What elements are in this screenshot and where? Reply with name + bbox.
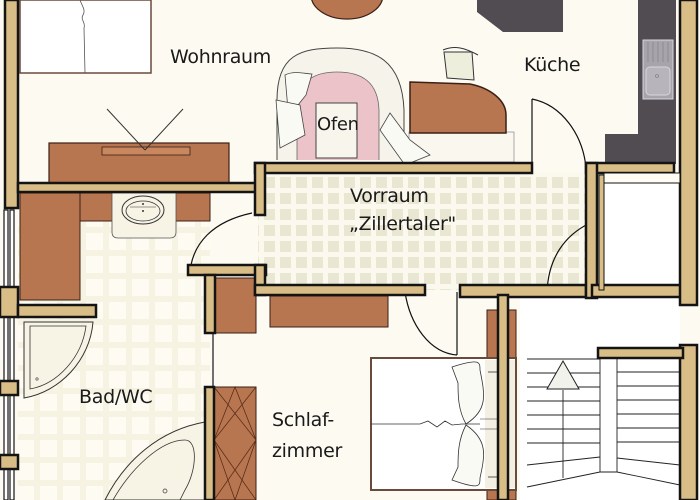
room-label-ofen: Ofen <box>317 114 359 135</box>
bathroom-cabinets <box>19 192 211 301</box>
stair-direction-arrow-icon <box>546 359 580 390</box>
room-label-vorraum-line1: Vorraum <box>350 185 429 207</box>
hallway-floor <box>258 172 593 290</box>
sofa-bed <box>19 0 152 74</box>
room-label-wohnraum: Wohnraum <box>170 46 271 68</box>
room-label-schlafzimmer-line2: zimmer <box>272 440 342 462</box>
dining-table <box>311 0 383 20</box>
room-label-kueche: Küche <box>524 54 581 76</box>
staircase[interactable] <box>526 358 681 488</box>
closet-shelf <box>603 172 681 184</box>
kitchen-counter <box>477 0 676 164</box>
wardrobe <box>213 385 257 500</box>
chair <box>442 47 479 81</box>
double-bed <box>370 357 517 491</box>
room-label-schlafzimmer-line1: Schlaf- <box>272 409 334 431</box>
kitchen-sink-icon <box>642 39 674 100</box>
door-bathroom <box>190 212 253 266</box>
tiled-stove <box>275 47 431 166</box>
room-label-bad: Bad/WC <box>79 386 153 408</box>
corner-shower <box>23 321 94 399</box>
room-label-vorraum-line2: „Zillertaler" <box>349 213 456 235</box>
closet-floor <box>605 180 685 285</box>
kitchen-table <box>408 81 515 163</box>
doors <box>190 98 591 356</box>
door-kitchen <box>531 98 587 169</box>
door-bedroom <box>404 291 458 356</box>
tv-sideboard <box>48 108 230 186</box>
